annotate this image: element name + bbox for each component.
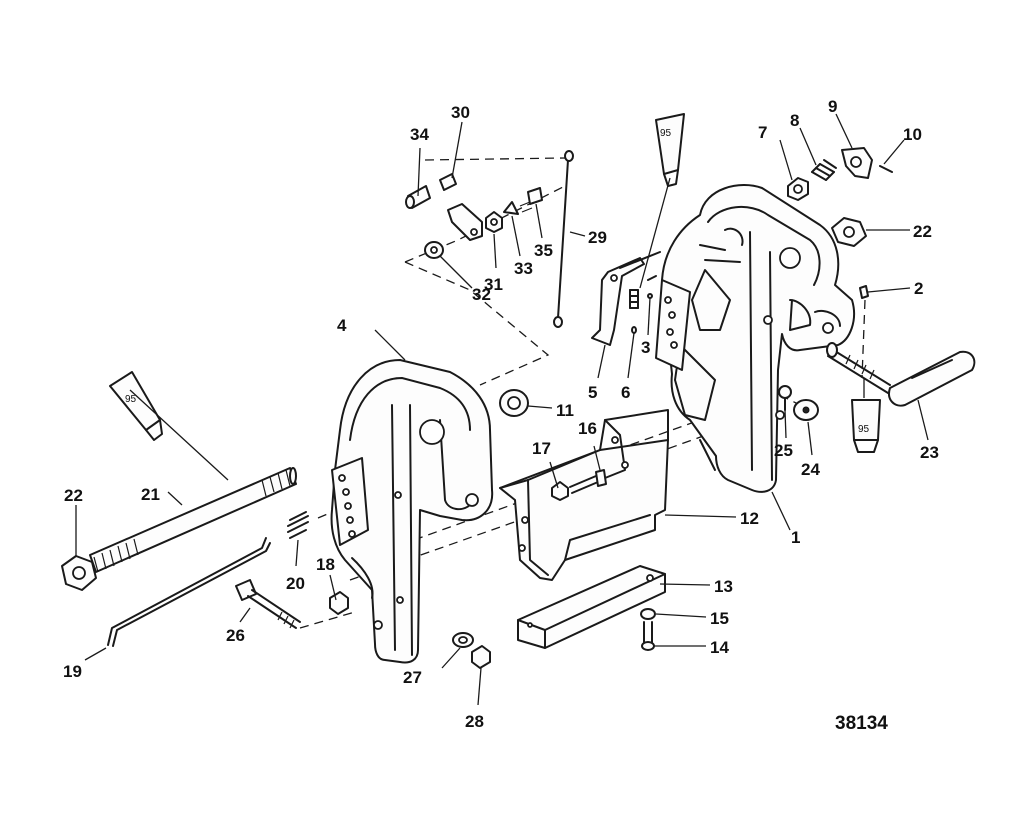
knob-9 [841, 147, 873, 179]
callout-22-left: 22 [64, 486, 83, 505]
callout-32: 32 [472, 285, 491, 304]
right-clamp-bracket [655, 184, 856, 493]
leader-lines [75, 113, 929, 706]
pin-10 [879, 165, 893, 173]
clamp-handle [826, 342, 976, 407]
rod-29 [553, 150, 574, 328]
callout-20: 20 [286, 574, 305, 593]
spring-8 [811, 159, 837, 181]
callout-29: 29 [588, 228, 607, 247]
callout-21: 21 [141, 485, 160, 504]
callout-9: 9 [828, 97, 837, 116]
callout-labels: 1 2 3 4 5 6 7 8 9 10 11 12 13 14 15 16 1… [63, 97, 939, 731]
cone-33 [503, 201, 519, 215]
cap-34 [405, 185, 431, 209]
callout-25: 25 [774, 441, 793, 460]
callout-8: 8 [790, 111, 799, 130]
spring-20 [287, 511, 309, 539]
clamp-pad [517, 565, 666, 649]
nut-17 [551, 481, 569, 501]
callout-19: 19 [63, 662, 82, 681]
screw-14 [641, 621, 655, 651]
callout-1: 1 [791, 528, 800, 547]
callout-28: 28 [465, 712, 484, 731]
washer-15 [640, 608, 656, 620]
lever-5 [591, 251, 661, 346]
washer-27 [452, 632, 474, 648]
callout-13: 13 [714, 577, 733, 596]
callout-3: 3 [641, 338, 650, 357]
lubricant-tube-top: 95 [655, 113, 685, 187]
callout-23: 23 [920, 443, 939, 462]
callout-26: 26 [226, 626, 245, 645]
callout-7: 7 [758, 123, 767, 142]
callout-4: 4 [337, 316, 347, 335]
bolt-26 [235, 579, 301, 629]
nut-31 [485, 211, 503, 233]
svg-text:95: 95 [660, 128, 672, 139]
callout-24: 24 [801, 460, 820, 479]
callout-14: 14 [710, 638, 729, 657]
callout-16: 16 [578, 419, 597, 438]
callout-35: 35 [534, 241, 553, 260]
callout-12: 12 [740, 509, 759, 528]
bolt-35 [519, 187, 543, 213]
callout-5: 5 [588, 383, 597, 402]
lubricant-tube-right: 95 [851, 399, 881, 453]
callout-33: 33 [514, 259, 533, 278]
svg-text:95: 95 [125, 394, 137, 405]
pad-24 [793, 399, 819, 421]
tilt-tube [89, 467, 297, 573]
callout-2: 2 [914, 279, 923, 298]
callout-30: 30 [451, 103, 470, 122]
callout-27: 27 [403, 668, 422, 687]
callout-10: 10 [903, 125, 922, 144]
washer-11 [499, 389, 529, 417]
bushing-7 [787, 177, 809, 201]
tilt-pin [107, 537, 271, 647]
callout-31: 31 [484, 275, 503, 294]
bracket-latch [447, 203, 483, 241]
washer-32 [424, 241, 444, 259]
pin-3 [647, 275, 657, 299]
callout-22-right: 22 [913, 222, 932, 241]
callout-18: 18 [316, 555, 335, 574]
callout-11: 11 [556, 401, 574, 420]
locknut-left [61, 555, 97, 591]
locknut-right [831, 217, 867, 247]
svg-text:95: 95 [858, 424, 870, 435]
callout-17: 17 [532, 439, 551, 458]
nut-18 [329, 591, 349, 615]
set-screw-2 [859, 285, 869, 299]
screw-25 [778, 385, 792, 411]
callout-34: 34 [410, 125, 429, 144]
nut-28 [471, 645, 491, 669]
callout-6: 6 [621, 383, 630, 402]
left-clamp-bracket [330, 359, 494, 664]
bolt-16 [569, 469, 607, 494]
screw-30 [439, 173, 457, 191]
support-channel-bracket [499, 409, 669, 581]
spring-6 [629, 289, 639, 334]
diagram-reference-number: 38134 [835, 713, 888, 734]
callout-15: 15 [710, 609, 729, 628]
lubricant-tube-left: 95 [109, 371, 163, 441]
